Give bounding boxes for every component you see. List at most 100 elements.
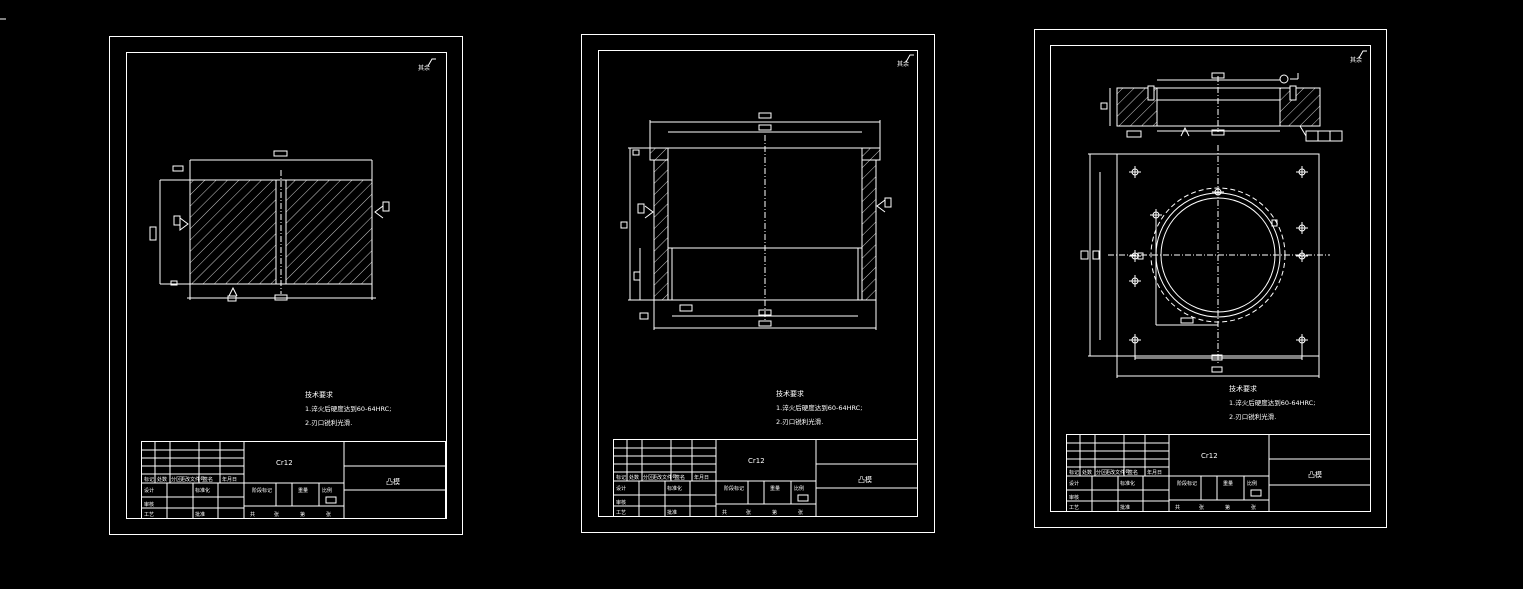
svg-text:批准: 批准 [195, 511, 205, 518]
tech-req-title: 技术要求 [305, 390, 333, 399]
roughness-note: 其余 [1350, 56, 1362, 64]
hatched-wall-left [653, 159, 669, 301]
dim-value-box [1211, 366, 1223, 373]
drawing-sheet-1[interactable]: 其余 [109, 36, 463, 535]
svg-text:设计: 设计 [144, 487, 154, 494]
svg-text:工艺: 工艺 [1069, 505, 1079, 511]
roughness-symbol [644, 205, 654, 219]
sheet-outer-border [109, 36, 463, 535]
svg-text:更改文件号: 更改文件号 [180, 476, 205, 483]
svg-text:张: 张 [274, 511, 279, 518]
svg-text:签名: 签名 [1128, 469, 1138, 476]
svg-text:标准化: 标准化 [667, 485, 682, 492]
svg-text:重量: 重量 [1223, 480, 1233, 487]
dim-value-box [273, 150, 288, 157]
title-block: 标记 处数 分区 更改文件号 签名 年月日 设计 标准化 阶段标记 重量 比例 … [613, 439, 918, 517]
part-name: 凸模 [1308, 470, 1322, 479]
dim-value-box [1100, 102, 1108, 110]
svg-text:工艺: 工艺 [144, 512, 154, 518]
die-sectional-view [620, 112, 892, 330]
dim-value-box [1211, 72, 1225, 79]
roughness-value-box [173, 215, 181, 226]
tech-req-line2: 2.刃口锐利光滑. [1229, 412, 1276, 421]
svg-text:分区: 分区 [643, 474, 653, 481]
svg-text:标准化: 标准化 [1120, 480, 1135, 487]
svg-text:签名: 签名 [675, 474, 685, 481]
dim-value-box [620, 221, 628, 229]
geometric-tolerance-circle [1279, 74, 1289, 84]
roughness-symbol [876, 199, 886, 213]
datum-triangle [1180, 126, 1190, 137]
svg-text:重量: 重量 [298, 487, 308, 494]
tech-req-line1: 1.淬火后硬度达到60-64HRC; [305, 404, 391, 413]
svg-text:签名: 签名 [203, 476, 213, 483]
svg-text:第: 第 [1225, 504, 1230, 511]
dim-value-box [639, 312, 649, 320]
svg-text:张: 张 [1199, 504, 1204, 511]
svg-text:年月日: 年月日 [1147, 469, 1162, 476]
dim-value-box [1126, 130, 1142, 138]
svg-text:审核: 审核 [616, 499, 626, 506]
svg-text:阶段标记: 阶段标记 [1177, 480, 1197, 487]
dim-value-box [632, 149, 640, 156]
dim-value-box [170, 280, 178, 286]
dim-value-box [758, 320, 772, 327]
svg-text:第: 第 [300, 511, 305, 518]
material-label: Cr12 [276, 459, 293, 467]
dim-value-box [149, 226, 157, 241]
roughness-symbol [905, 54, 914, 63]
svg-text:张: 张 [326, 511, 331, 518]
sheet-inner-frame [1050, 45, 1371, 512]
dim-value-box [633, 271, 641, 281]
dim-value-box [758, 309, 772, 316]
roughness-symbol [179, 217, 189, 231]
roughness-value-box [637, 203, 645, 214]
roughness-symbol [1358, 50, 1367, 59]
datum-box [227, 295, 237, 302]
drawing-sheet-3[interactable]: 其余 [1034, 29, 1387, 528]
roughness-symbol [427, 58, 436, 67]
tech-req-title: 技术要求 [776, 389, 804, 398]
roughness-note: 其余 [418, 64, 430, 72]
svg-text:共: 共 [722, 509, 727, 516]
svg-text:标记: 标记 [1069, 469, 1079, 476]
svg-text:工艺: 工艺 [616, 510, 626, 516]
svg-text:处数: 处数 [157, 476, 167, 483]
title-block: 标记 处数 分区 更改文件号 签名 年月日 设计 标准化 阶段标记 重量 比例 … [1066, 434, 1371, 512]
svg-text:标记: 标记 [144, 476, 154, 483]
part-name: 凸模 [858, 475, 872, 484]
svg-text:标准化: 标准化 [195, 487, 210, 494]
dim-value-box [1080, 250, 1089, 260]
dim-value-box [758, 124, 772, 131]
dim-value-box [1137, 252, 1144, 260]
chamfer-note-box [679, 304, 693, 312]
sheet-outer-border [581, 34, 935, 533]
dim-value-box [1180, 317, 1194, 324]
drawing-sheet-2[interactable]: 其余 [581, 34, 935, 533]
svg-text:处数: 处数 [629, 474, 639, 481]
sheet-outer-border [1034, 29, 1387, 528]
dim-value-box [758, 112, 772, 119]
hatched-wall-right [861, 159, 877, 301]
hatched-flange-right [861, 147, 881, 161]
plate-front-section [1100, 72, 1343, 142]
plate-plan-view [1080, 145, 1330, 378]
dim-value-box [1092, 250, 1100, 260]
punch-sectional-view [149, 150, 390, 302]
svg-text:分区: 分区 [171, 476, 181, 483]
tolerance-frame [1305, 130, 1343, 142]
svg-text:分区: 分区 [1096, 469, 1106, 476]
svg-text:阶段标记: 阶段标记 [724, 485, 744, 492]
svg-text:设计: 设计 [1069, 480, 1079, 487]
svg-text:第: 第 [772, 509, 777, 516]
svg-text:张: 张 [798, 509, 803, 516]
material-label: Cr12 [1201, 452, 1218, 460]
chamfer-note-box [172, 165, 184, 172]
tech-req-line2: 2.刃口锐利光滑. [776, 417, 823, 426]
svg-text:处数: 处数 [1082, 469, 1092, 476]
tech-req-title: 技术要求 [1229, 384, 1257, 393]
roughness-value-box [884, 197, 892, 208]
svg-text:批准: 批准 [1120, 504, 1130, 511]
svg-text:审核: 审核 [1069, 494, 1079, 501]
